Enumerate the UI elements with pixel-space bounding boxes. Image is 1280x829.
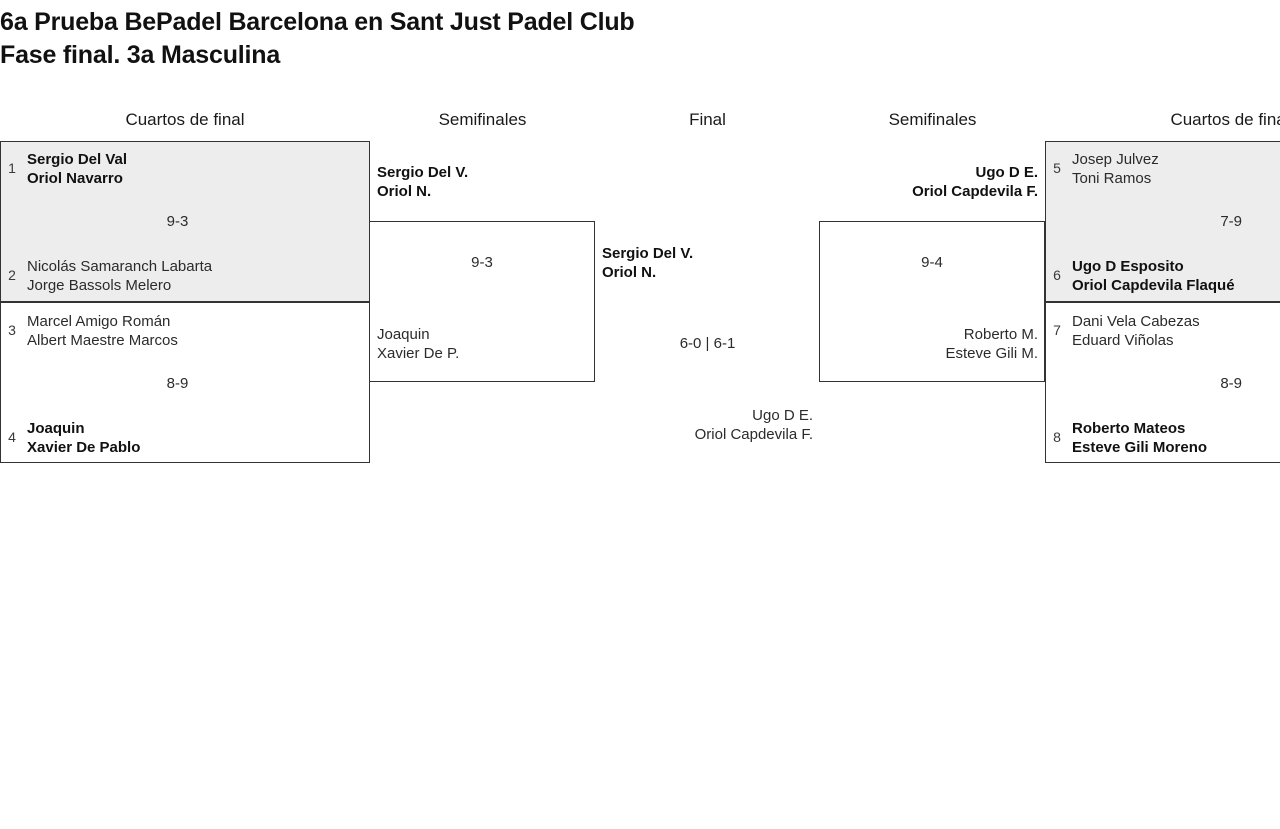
score-qf-right-1: 7-9	[1220, 213, 1242, 230]
round-header-final: Final	[689, 110, 726, 129]
team-qf-right-1-bottom: Ugo D Esposito Oriol Capdevila Flaqué	[1072, 258, 1235, 294]
team-final-top: Sergio Del V. Oriol N.	[602, 245, 694, 281]
team-sf-left-top: Sergio Del V. Oriol N.	[377, 164, 469, 200]
team-qf-left-1-top: Sergio Del Val Oriol Navarro	[27, 151, 128, 187]
team-sf-left-bottom: Joaquin Xavier De P.	[377, 326, 460, 362]
seed-number: 1	[8, 160, 16, 176]
match-box-qf-right-2[interactable]	[1045, 302, 1280, 463]
score-sf-left: 9-3	[471, 254, 493, 271]
score-sf-right: 9-4	[921, 254, 943, 271]
seed-number: 5	[1053, 160, 1061, 176]
round-header-semifinals-right: Semifinales	[888, 110, 977, 129]
seed-number: 4	[8, 429, 16, 445]
score-qf-left-1: 9-3	[166, 213, 189, 230]
tournament-subtitle-line2: Fase final. 3a Masculina	[0, 41, 281, 69]
team-qf-right-1-top: Josep Julvez Toni Ramos	[1072, 151, 1159, 187]
team-sf-right-bottom: Roberto M. Esteve Gili M.	[945, 326, 1038, 362]
team-final-bottom: Ugo D E. Oriol Capdevila F.	[694, 407, 813, 443]
score-qf-right-2: 8-9	[1220, 375, 1242, 392]
match-box-qf-left-2[interactable]	[0, 302, 370, 463]
team-sf-right-top: Ugo D E. Oriol Capdevila F.	[912, 164, 1038, 200]
seed-number: 2	[8, 267, 16, 283]
seed-number: 6	[1053, 267, 1061, 283]
tournament-title-line1: 6a Prueba BePadel Barcelona en Sant Just…	[0, 8, 635, 36]
match-box-qf-right-1[interactable]	[1045, 141, 1280, 302]
team-qf-left-2-bottom: Joaquin Xavier De Pablo	[27, 420, 141, 456]
seed-number: 3	[8, 322, 16, 338]
score-final: 6-0 | 6-1	[679, 335, 736, 352]
score-qf-left-2: 8-9	[166, 375, 189, 392]
match-box-qf-left-1[interactable]	[0, 141, 370, 302]
seed-number: 7	[1053, 322, 1061, 338]
round-header-semifinals-left: Semifinales	[438, 110, 527, 129]
team-qf-right-2-top: Dani Vela Cabezas Eduard Viñolas	[1072, 313, 1200, 349]
team-qf-left-2-top: Marcel Amigo Román Albert Maestre Marcos	[27, 313, 178, 349]
page-title: 6a Prueba BePadel Barcelona en Sant Just…	[0, 6, 1280, 72]
team-qf-right-2-bottom: Roberto Mateos Esteve Gili Moreno	[1072, 420, 1208, 456]
seed-number: 8	[1053, 429, 1061, 445]
round-header-quarterfinals-right: Cuartos de final	[1170, 110, 1280, 129]
team-qf-left-1-bottom: Nicolás Samaranch Labarta Jorge Bassols …	[27, 258, 213, 294]
match-box-sf-right[interactable]	[819, 221, 1045, 382]
round-header-quarterfinals-left: Cuartos de final	[125, 110, 245, 129]
match-box-sf-left[interactable]	[369, 221, 595, 382]
